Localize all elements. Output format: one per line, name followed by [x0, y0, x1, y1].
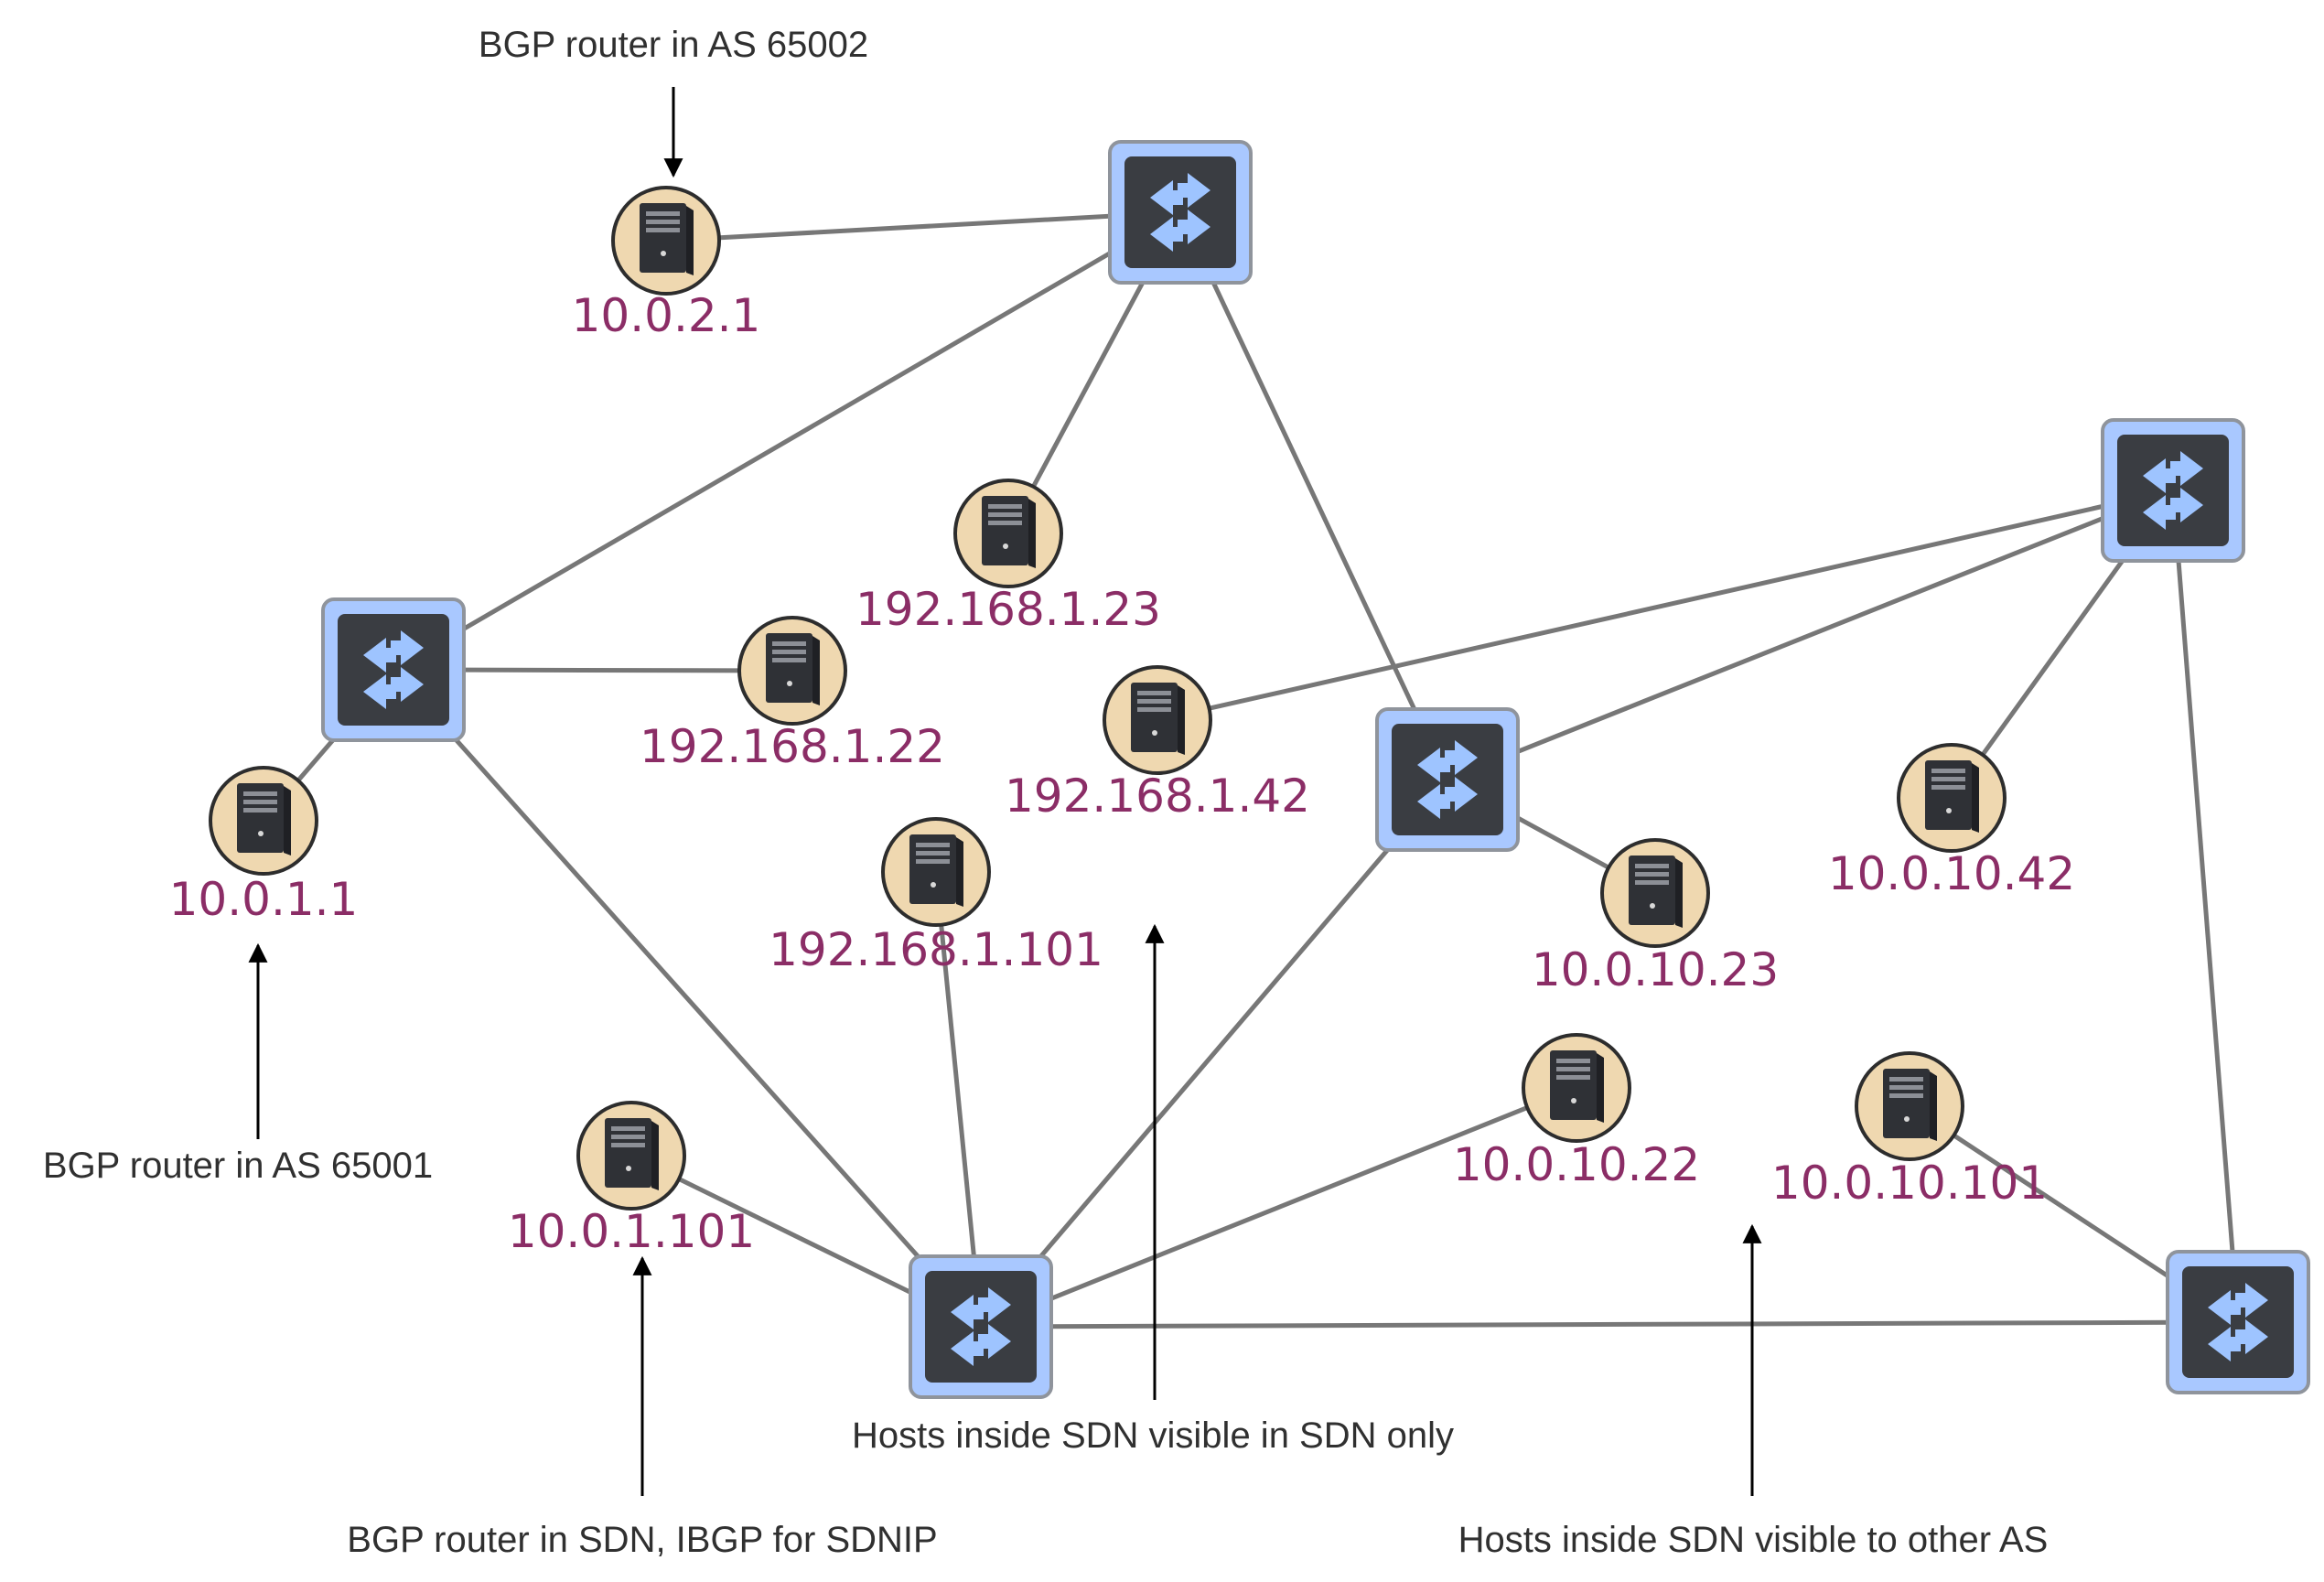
host-label: 192.168.1.42 — [1005, 769, 1310, 823]
link-s3-s6 — [2170, 490, 2241, 1323]
annotation-bgp-as65002: BGP router in AS 65002 — [479, 25, 868, 65]
host-server-icon[interactable] — [209, 766, 318, 876]
switches-layer — [321, 140, 2310, 1399]
host-server-icon[interactable] — [953, 479, 1063, 588]
annotation-hosts-other-as: Hosts inside SDN visible to other AS — [1458, 1520, 2049, 1560]
host-server-icon[interactable] — [1522, 1033, 1631, 1143]
host-label: 10.0.1.101 — [508, 1205, 755, 1258]
sdn-switch-icon[interactable] — [2101, 418, 2245, 563]
host-label: 192.168.1.23 — [855, 583, 1161, 636]
link-s5-s6 — [980, 1319, 2239, 1329]
host-label: 10.0.1.1 — [169, 873, 359, 926]
link-s2-s5 — [392, 668, 983, 1329]
host-label: 10.0.10.22 — [1453, 1138, 1700, 1191]
host-label: 192.168.1.22 — [640, 720, 945, 773]
sdn-switch-icon[interactable] — [1108, 140, 1253, 285]
host-server-icon[interactable] — [1600, 838, 1710, 948]
link-s4-s5 — [979, 778, 1449, 1329]
hosts-layer: 10.0.2.1 192.168.1.23 192.168.1.22 192.168.… — [169, 186, 2075, 1258]
link-s5-h6 — [933, 871, 984, 1328]
link-s5-h10 — [980, 1085, 1577, 1329]
host-server-icon[interactable] — [576, 1101, 686, 1211]
annotation-hosts-sdn-only: Hosts inside SDN visible in SDN only — [852, 1415, 1454, 1456]
sdn-switch-icon[interactable] — [321, 597, 466, 742]
host-server-icon[interactable] — [737, 616, 847, 726]
arrows-layer — [248, 87, 1762, 1496]
host-server-icon[interactable] — [1897, 743, 2007, 853]
host-label: 10.0.10.42 — [1828, 847, 2075, 900]
host-server-icon[interactable] — [1103, 665, 1212, 775]
link-s1-s4 — [1178, 210, 1450, 781]
link-s3-h4 — [1157, 488, 2174, 723]
link-s3-s4 — [1447, 488, 2174, 782]
host-server-icon[interactable] — [611, 186, 721, 296]
sdn-switch-icon[interactable] — [909, 1254, 1053, 1399]
annotation-bgp-sdn-ibgp: BGP router in SDN, IBGP for SDNIP — [347, 1520, 937, 1560]
annotation-bgp-as65001: BGP router in AS 65001 — [43, 1146, 433, 1186]
sdn-switch-icon[interactable] — [1375, 707, 1520, 852]
host-label: 10.0.10.101 — [1771, 1157, 2048, 1210]
link-s1-h1 — [665, 210, 1181, 243]
host-label: 192.168.1.101 — [769, 923, 1103, 976]
annotations-layer: BGP router in AS 65002 BGP router in AS … — [43, 25, 2048, 1560]
host-server-icon[interactable] — [881, 817, 991, 927]
host-label: 10.0.10.23 — [1532, 943, 1779, 996]
host-label: 10.0.2.1 — [572, 289, 761, 342]
sdn-switch-icon[interactable] — [2166, 1250, 2310, 1394]
link-s1-s2 — [392, 210, 1182, 673]
host-server-icon[interactable] — [1855, 1051, 1964, 1161]
